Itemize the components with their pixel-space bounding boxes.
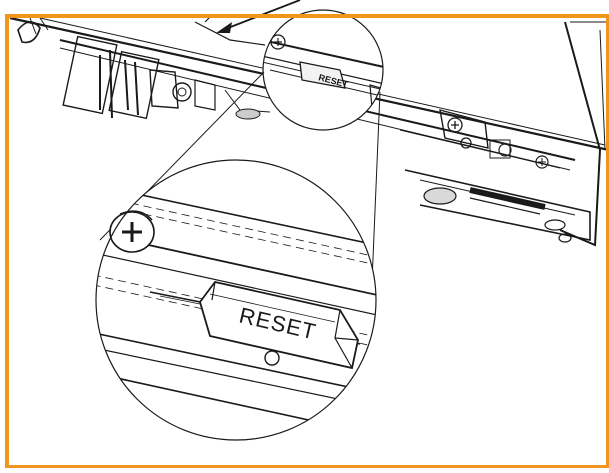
small-detail-circle: RESET [262, 9, 489, 149]
reset-button-icon [199, 280, 359, 370]
screw-icon [109, 210, 155, 253]
orange-frame [5, 14, 609, 469]
machine-illustration [9, 16, 609, 247]
zoom-detail-circle: RESET [95, 159, 377, 441]
